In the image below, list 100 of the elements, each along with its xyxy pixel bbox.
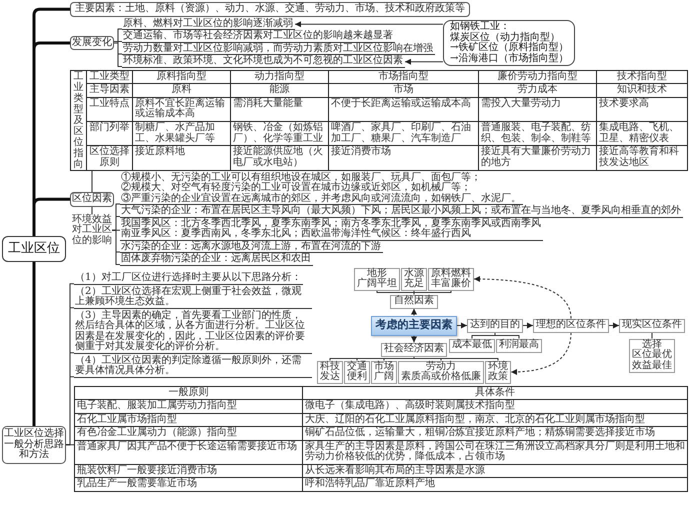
detail-box: [354, 268, 400, 290]
industry-type-table: [70, 70, 688, 170]
table-cell: 钢铁、冶金（如炼铝厂）、化学等重工业: [231, 122, 329, 146]
table-cell: 技术要求高: [597, 98, 688, 122]
table-cell: 劳力成本: [479, 84, 597, 98]
connector-line: [114, 41, 122, 42]
arrow: [608, 322, 620, 328]
root-topic-box: 工业区位: [2, 236, 66, 262]
table-cell: 微电子（集成电路）、高级时装则属技术指向型: [303, 400, 688, 414]
detail-box: 成本最低: [449, 338, 495, 352]
connector-line: [414, 290, 452, 295]
flow-box: 社会经济因素: [381, 342, 447, 356]
table-header-cell: 市场指向型: [329, 70, 479, 84]
table-cell: 接近消费市场: [329, 146, 479, 170]
table-cell: 能源: [231, 84, 329, 98]
box-text: 效益最佳: [632, 360, 672, 372]
table-cell: 电子装配、服装加工属劳动力指向型: [75, 400, 303, 414]
flow-box: 理想的区位条件: [533, 318, 609, 332]
arrow: [294, 21, 444, 28]
table-cell: 接近高等教育和科技发达地区: [597, 146, 688, 170]
table-cell: 接近具有大量廉价劳动力的地方: [479, 146, 597, 170]
topic-line: 南亚季风区：夏季西南风，冬季东北风；西欧温带海洋性气候区：终年盛行西风: [121, 229, 472, 240]
connector-line: [66, 444, 74, 446]
box-text: 丰富廉价: [431, 279, 471, 290]
note-line: 煤炭区位（动力指向型）: [450, 32, 561, 42]
connector-line: [32, 198, 70, 236]
underlined-topic: 交通运输、市场等社会经济因素对工业区位的影响越来越显著: [122, 31, 395, 42]
detail-box: [317, 360, 343, 384]
connector-line: [376, 290, 414, 295]
underlined-topic: [120, 172, 523, 205]
table-header-cell: 动力指向型: [231, 70, 329, 84]
table-cell: 制糖厂、水产品加工、水果罐头厂等: [133, 122, 231, 146]
flow-box: 自然因素: [390, 294, 438, 308]
detail-box: [401, 268, 427, 290]
topic-line: ②规模大、对空气有轻度污染的工业可设置在城市边缘或近郊区，如机械厂等；: [121, 183, 472, 193]
topic-line: ①规模小、无污染的工业可以有组织地设在城区，如服装厂、玩具厂、面包厂等；: [121, 172, 482, 182]
detail-box: [428, 268, 474, 290]
connector-line: [414, 356, 498, 361]
main-factor-box: 考虑的主要因素: [371, 316, 457, 336]
connector-line: [112, 230, 120, 265]
table-cell: 乳品生产一般需要靠近市场: [75, 478, 303, 492]
note-line: 如钢铁工业：: [450, 22, 510, 32]
topic-box: 区位因素: [70, 192, 114, 206]
underlined-topic: （3）主导因素的确定，首先要看工业部门的性质，然后结合具体的区域，从各方面进行分析。工业区位因素是在发展变化的，因此，工业区位因素的评价要侧重于对其发展变化的评价分析。: [74, 310, 312, 354]
table-cell: 市场: [329, 84, 479, 98]
underlined-topic: 劳动力数量对工业区位影响减弱，而劳动力素质对工业区位影响在增强: [122, 44, 435, 55]
table-header-cell: 原料指向型: [133, 70, 231, 84]
dashed-arrow: [474, 276, 572, 319]
box-text: 水源: [404, 268, 424, 278]
box-text: 环境: [488, 362, 508, 372]
box-text: 市场: [374, 362, 394, 372]
underlined-topic: 大气污染的企业：布置在居民区主导风向（最大风频）下风；居民区最小风频上风；或布置在与当地冬、夏季风向相垂直的郊外: [120, 206, 683, 218]
underlined-topic: （2）工业区位选择在宏观上侧重于社会效益，微观上兼顾环境生态效益。: [74, 286, 312, 309]
table-cell: 接近能源供应地（火电厂或水电站）: [231, 146, 329, 170]
note-line: →沿海港口（市场指向型）: [450, 54, 568, 64]
table-cell: 有色冶金工业属动力（能源）指向型: [75, 427, 303, 440]
row-header-cell: 工业特点: [87, 98, 133, 122]
box-text: 发达: [320, 372, 340, 382]
table-cell: 啤酒厂、家具厂、印刷厂、石油加工厂、糖果厂、汽车制造厂: [329, 122, 479, 146]
arrow: [404, 58, 444, 65]
table-cell: 普通家具厂因其产品不便于长途运输需要接近市场: [75, 440, 303, 464]
table-cell: 瓶装饮料厂一般要接近消费市场: [75, 464, 303, 478]
topic-line: 我国季风区：北方冬季西北季风，夏季东南季风；南方冬季东北季风，夏季东南季风或西南季风: [121, 218, 541, 228]
arrow: [411, 308, 417, 316]
box-text: 素质高或价格低廉: [401, 372, 481, 382]
detail-box: [371, 360, 397, 384]
table-header-cell: 工业类型: [87, 70, 133, 84]
table-cell: 知识和技术: [597, 84, 688, 98]
row-header-cell: 区位选择原则: [87, 146, 133, 170]
detail-box: [485, 360, 511, 384]
table-cell: 原料不宜长距离运输或运输成本高: [133, 98, 231, 122]
detail-box: [398, 360, 484, 384]
table-cell: 铜矿石品位低，运输量大，粗铜冶炼宜接近原料产地；精炼铜需要选择接近市场: [303, 427, 688, 440]
connector-line: [472, 332, 496, 339]
flow-box: 达到的目的: [467, 318, 523, 332]
topic-box: 发展变化: [70, 36, 114, 50]
topic-box: 工业区位选择一般分析思路和方法: [2, 426, 66, 464]
box-text: 广阔: [374, 372, 394, 382]
arrow: [411, 335, 417, 343]
table-cell: 呼和浩特乳品厂靠近原料产地: [303, 478, 688, 492]
connector-line: [494, 332, 520, 339]
topic-label: 环境效益对工业区位的影响: [72, 214, 112, 246]
underlined-topic: 环境标准、政策环境、文化环境也成为不可忽视的工业区位因素: [122, 56, 405, 68]
table-cell: 从长远来看影响其布局的主导因素是水源: [303, 464, 688, 478]
underlined-topic: [120, 218, 543, 240]
box-text: 交通: [347, 362, 367, 372]
box-text: 选择: [642, 340, 662, 350]
table-cell: 石化工业属市场指向型: [75, 414, 303, 427]
box-text: 广阔平坦: [357, 279, 397, 290]
box-text: 原料燃料: [431, 268, 471, 278]
detail-box: 利润最高: [496, 338, 542, 352]
arrow: [522, 322, 534, 328]
underlined-topic: 原料、燃料对工业区位的影响逐渐减弱: [122, 18, 295, 30]
table-header-cell: 廉价劳动力指向型: [479, 70, 597, 84]
principle-table: [74, 386, 688, 492]
detail-box: [629, 338, 675, 372]
box-text: 便利: [347, 372, 367, 382]
box-text: 地形: [367, 268, 387, 278]
table-cell: 需消耗大量能量: [231, 98, 329, 122]
table-header-cell: 一般原则: [75, 386, 303, 400]
